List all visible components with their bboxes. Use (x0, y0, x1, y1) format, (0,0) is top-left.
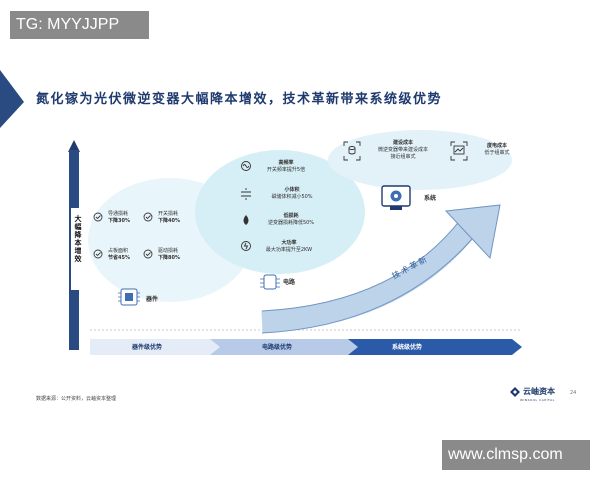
watermark-bottom: www.clmsp.com (442, 440, 590, 470)
low-loss-icon (243, 215, 249, 225)
source-note: 数据来源：公开资料，云岫资本整理 (36, 396, 117, 402)
small-volume-icon (241, 188, 251, 200)
circuit-bubble (195, 150, 365, 274)
device-item-3: 占板面积 节省45% (108, 248, 130, 261)
stage-chevron-1 (90, 339, 222, 355)
circuit-board-icon (260, 274, 280, 290)
chip-icon (118, 288, 140, 306)
watermark-top: TG: MYYJJPP (10, 11, 149, 39)
progress-arrow-body (261, 218, 479, 333)
y-axis-arrowhead (68, 140, 80, 152)
circuit-item-3: 低损耗 逆变器损耗降低50% (267, 213, 315, 226)
stage-chevron-2 (210, 339, 360, 355)
logo-icon (510, 386, 520, 397)
chart-cost-icon (450, 141, 468, 161)
circuit-label: 电路 (283, 279, 296, 286)
frequency-icon (241, 161, 251, 171)
circuit-item-1: 高频率 开关频率提升5倍 (266, 160, 306, 173)
system-item-1: 建设成本 微逆变器带来建设成本 接近组串式 (377, 140, 428, 160)
system-bubble (328, 130, 512, 190)
page-title: 氮化镓为光伏微逆变器大幅降本增效，技术革新带来系统级优势 (36, 92, 443, 107)
circuit-item-4: 大功率 最大功率提升至2KW (265, 240, 313, 253)
device-item-4: 驱动损耗 下降80% (158, 248, 180, 261)
y-axis-label: 大幅降本增效 (74, 215, 82, 263)
stage-chevron-3 (348, 339, 522, 355)
page-number: 24 (570, 390, 577, 396)
high-power-icon (241, 241, 251, 251)
device-item-1: 导通损耗 下降30% (108, 211, 130, 224)
logo-name: 云岫资本 (523, 387, 555, 396)
cost-icon (343, 141, 361, 161)
stage-system-label: 系统级优势 (392, 344, 423, 351)
stage-circuit-label: 电路级优势 (262, 344, 293, 351)
logo-subtitle: WINSOUL CAPITAL (520, 398, 555, 402)
progress-arrow-head (444, 204, 501, 260)
device-item-2: 开关损耗 下降40% (158, 211, 180, 224)
brand-logo: 云岫资本 (510, 386, 555, 397)
system-item-2: 度电成本 低于组串式 (484, 143, 510, 156)
title-chevron-icon (0, 70, 24, 128)
stage-device-label: 器件级优势 (132, 344, 163, 351)
system-label: 系统 (424, 195, 437, 202)
check-icon (93, 212, 153, 259)
system-gear-icon (381, 185, 411, 210)
circuit-item-2: 小体积 磁储体积减小50% (271, 187, 313, 200)
device-label: 器件 (146, 296, 159, 303)
